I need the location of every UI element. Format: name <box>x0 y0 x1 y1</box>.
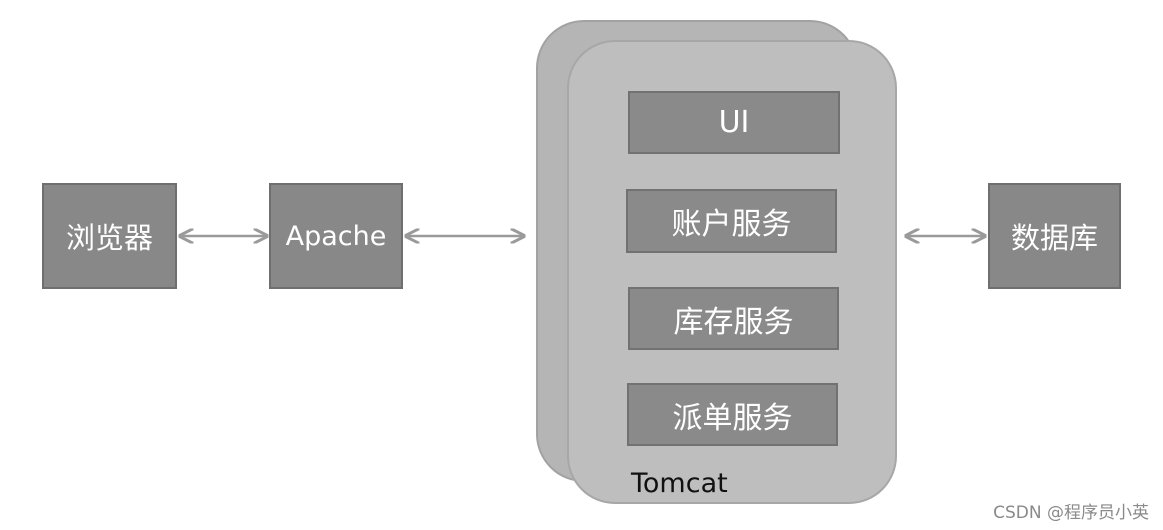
browser-label: 浏览器 <box>65 221 153 255</box>
database-label: 数据库 <box>1010 221 1098 255</box>
watermark-text: CSDN @程序员小英 <box>993 503 1149 523</box>
service-dispatch: 派单服务 <box>627 383 838 446</box>
browser-node: 浏览器 <box>42 183 177 289</box>
service-dispatch-label: 派单服务 <box>672 400 793 436</box>
service-inventory-label: 库存服务 <box>673 304 794 340</box>
service-ui-label: UI <box>718 105 750 140</box>
tomcat-label: Tomcat <box>631 468 728 499</box>
apache-node: Apache <box>269 183 403 289</box>
service-account-label: 账户服务 <box>671 207 792 242</box>
service-inventory: 库存服务 <box>628 287 839 350</box>
database-node: 数据库 <box>988 183 1121 289</box>
apache-label: Apache <box>285 220 387 252</box>
service-ui: UI <box>628 91 840 154</box>
service-account: 账户服务 <box>626 189 837 253</box>
